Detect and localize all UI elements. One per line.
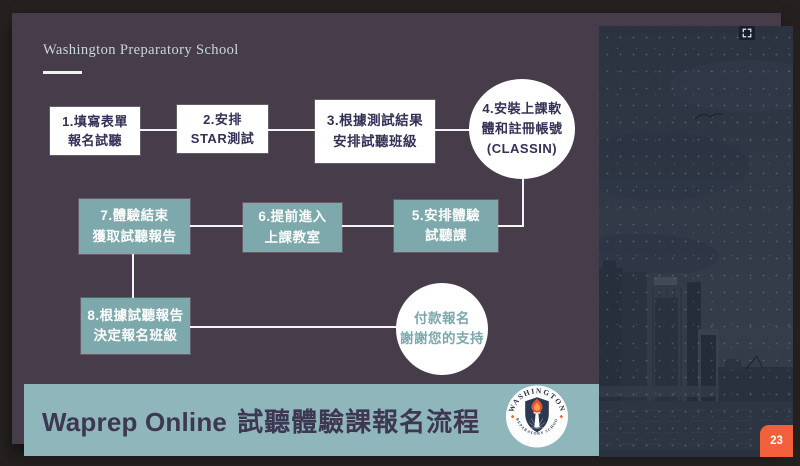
school-seal-logo: WASHINGTON PREPARATORY SCHOOL: [505, 385, 569, 448]
expand-icon[interactable]: [739, 26, 755, 40]
connector-6-7: [190, 225, 243, 227]
footer-title-en: Waprep Online: [42, 406, 228, 437]
logo-torch-stem: [534, 413, 540, 428]
payment-circle: 付款報名 謝謝您的支持: [396, 283, 488, 375]
connector-2-3: [268, 129, 315, 131]
connector-7-8: [132, 254, 134, 298]
footer-bar: Waprep Online 試聽體驗課報名流程: [24, 384, 599, 456]
bird: [694, 113, 724, 120]
connector-5-6: [342, 225, 394, 227]
page-number: 23: [770, 435, 783, 447]
connector-8-payment: [190, 326, 396, 328]
footer-title-zh: 試聽體驗課報名流程: [237, 406, 481, 437]
header-underline: [43, 71, 82, 74]
flow-step-8: 8.根據試聽報告 決定報名班級: [81, 298, 190, 354]
flow-step-6: 6.提前進入 上課教室: [243, 203, 342, 252]
connector-4-down: [522, 176, 524, 227]
flow-step-1: 1.填寫表單 報名試聽: [50, 107, 140, 155]
connector-4-5: [498, 225, 524, 227]
logo-flame-inner: [533, 402, 541, 411]
flow-step-2: 2.安排 STAR測試: [177, 105, 268, 153]
skyline-graphic: [599, 60, 793, 457]
connector-1-2: [140, 129, 177, 131]
connector-3-4: [435, 129, 471, 131]
page-number-badge[interactable]: 23: [760, 425, 793, 457]
slide-canvas: Washington Preparatory School 1.填寫表單 報名試…: [12, 13, 793, 457]
flow-step-4-circle: 4.安裝上課軟 體和註冊帳號 (CLASSIN): [469, 79, 575, 179]
city-skyline-photo: [599, 26, 793, 457]
flow-step-3: 3.根據測試結果 安排試聽班級: [315, 100, 435, 163]
flow-step-7: 7.體驗結束 獲取試聽報告: [79, 199, 190, 254]
school-name: Washington Preparatory School: [43, 42, 239, 58]
footer-title: Waprep Online 試聽體驗課報名流程: [42, 402, 480, 439]
flow-step-5: 5.安排體驗 試聽課: [394, 200, 498, 252]
